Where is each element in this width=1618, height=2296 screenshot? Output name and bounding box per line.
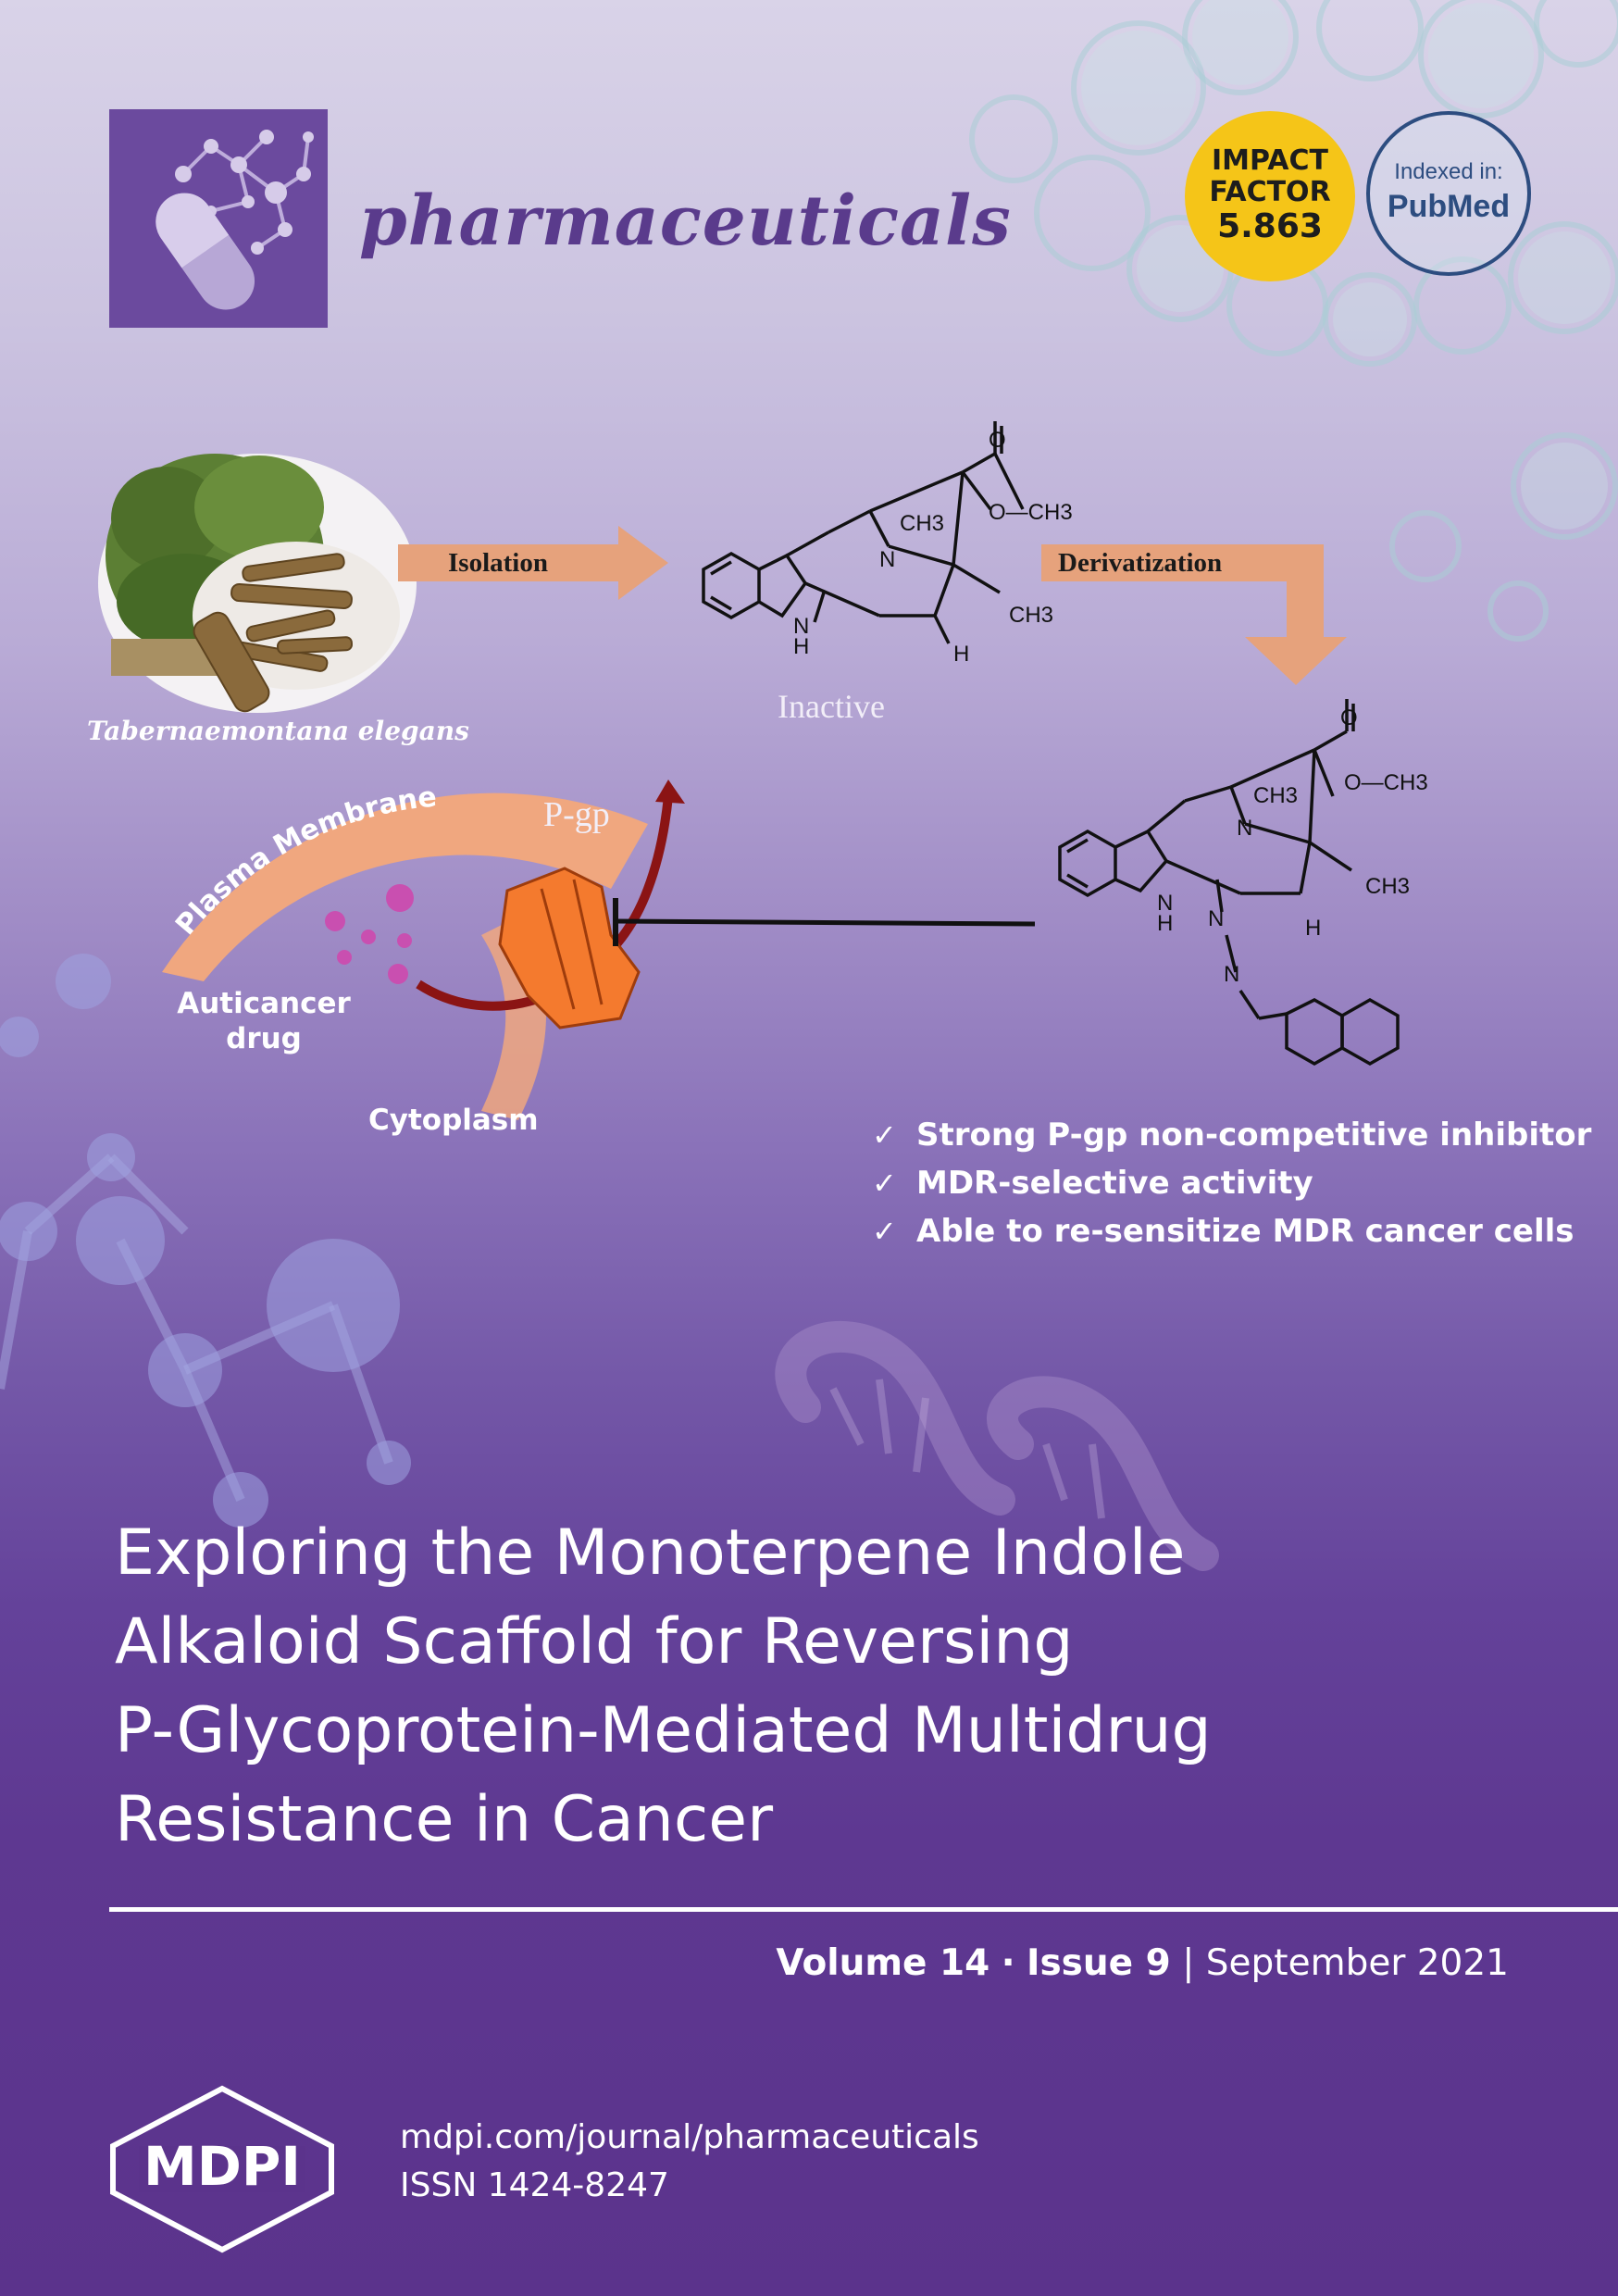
chem-h-label: H xyxy=(1305,916,1321,941)
issue-info: Volume 14 · Issue 9 | September 2021 xyxy=(555,1942,1509,1984)
impact-factor-line1: IMPACT xyxy=(1212,144,1328,177)
derivative-compound-structure xyxy=(1058,699,1400,1067)
chem-n-label: N xyxy=(1224,962,1239,987)
anticancer-drug-molecules xyxy=(325,884,414,984)
cytoplasm-label: Cytoplasm xyxy=(368,1104,539,1137)
chem-och3-label: O—CH3 xyxy=(989,500,1073,525)
issn-label: ISSN 1424-8247 xyxy=(400,2166,669,2204)
pubmed-badge: Indexed in: PubMed xyxy=(1366,111,1531,276)
volume-label: Volume 14 xyxy=(776,1942,990,1984)
indexed-database: PubMed xyxy=(1387,189,1511,224)
efflux-arrow xyxy=(416,795,673,1011)
chem-h-label: H xyxy=(953,642,969,667)
inactive-label: Inactive xyxy=(778,688,885,725)
plasma-membrane-arc xyxy=(162,792,648,981)
title-line: Resistance in Cancer xyxy=(115,1783,774,1856)
isolation-label: Isolation xyxy=(448,548,548,578)
chem-h-label: H xyxy=(1157,911,1173,936)
drug-label-line1: Auticancer xyxy=(177,987,351,1020)
article-title: Exploring the Monoterpene Indole Alkaloi… xyxy=(115,1509,1559,1865)
feature-text: Strong P-gp non-competitive inhibitor xyxy=(916,1117,1592,1154)
derivatization-label: Derivatization xyxy=(1058,548,1223,578)
checkmark-icon: ✓ xyxy=(872,1214,897,1249)
impact-factor-line2: FACTOR xyxy=(1209,176,1331,208)
journal-url-link[interactable]: mdpi.com/journal/pharmaceuticals xyxy=(400,2118,979,2156)
title-line: Alkaloid Scaffold for Reversing xyxy=(115,1605,1074,1678)
journal-name: pharmaceuticals xyxy=(359,181,1012,261)
inhibition-line xyxy=(615,918,1036,927)
pgp-transporter-icon xyxy=(498,867,641,1029)
chem-o-label: O xyxy=(989,428,1006,453)
issue-bar: | xyxy=(1182,1942,1195,1984)
isolation-arrow xyxy=(398,526,668,600)
title-line: P-Glycoprotein-Mediated Multidrug xyxy=(115,1694,1212,1767)
mdpi-logo-icon: MDPI xyxy=(110,2085,334,2253)
feature-text: Able to re-sensitize MDR cancer cells xyxy=(916,1213,1574,1250)
anticancer-drug-label: Auticancer drug xyxy=(157,986,370,1056)
chem-h-label: H xyxy=(793,634,809,659)
graphical-abstract: O O—CH3 CH3 N CH3 N H H O O—CH3 CH3 N CH… xyxy=(98,421,1428,1120)
feature-text: MDR-selective activity xyxy=(916,1165,1313,1202)
plant-caption: Tabernaemontana elegans xyxy=(87,716,469,746)
feature-list: ✓ Strong P-gp non-competitive inhibitor ✓… xyxy=(872,1111,1591,1255)
chem-n-label: N xyxy=(879,547,895,572)
chem-n-label: N xyxy=(1208,906,1224,931)
journal-logo-icon xyxy=(109,109,328,328)
chem-och3-label: O—CH3 xyxy=(1344,770,1428,795)
checkmark-icon: ✓ xyxy=(872,1117,897,1153)
chem-ch3-label: CH3 xyxy=(1253,783,1298,808)
chem-ch3-label: CH3 xyxy=(900,511,944,536)
chem-nh-label: N xyxy=(793,614,809,639)
plant-photo xyxy=(98,454,417,713)
feature-item: ✓ Able to re-sensitize MDR cancer cells xyxy=(872,1207,1591,1255)
title-line: Exploring the Monoterpene Indole xyxy=(115,1516,1186,1590)
indexed-label: Indexed in: xyxy=(1394,159,1503,184)
chem-o-label: O xyxy=(1340,705,1358,730)
derivatization-arrow xyxy=(1041,544,1347,685)
pgp-label: P-gp xyxy=(543,795,610,834)
feature-item: ✓ MDR-selective activity xyxy=(872,1159,1591,1207)
drug-label-line2: drug xyxy=(226,1022,302,1055)
issue-number: Issue 9 xyxy=(1026,1942,1171,1984)
chem-n-label: N xyxy=(1237,816,1252,841)
impact-factor-badge: IMPACT FACTOR 5.863 xyxy=(1185,111,1355,281)
feature-item: ✓ Strong P-gp non-competitive inhibitor xyxy=(872,1111,1591,1159)
chem-ch3-label: CH3 xyxy=(1365,874,1410,899)
issue-separator: · xyxy=(1001,1942,1015,1984)
issue-date: September 2021 xyxy=(1205,1942,1509,1984)
inactive-compound-structure xyxy=(702,421,1025,644)
title-divider xyxy=(109,1907,1618,1912)
chem-ch3-label: CH3 xyxy=(1009,603,1053,628)
checkmark-icon: ✓ xyxy=(872,1166,897,1201)
mdpi-logo-text: MDPI xyxy=(143,2135,301,2198)
chem-nh-label: N xyxy=(1157,891,1173,916)
impact-factor-value: 5.863 xyxy=(1217,207,1323,245)
